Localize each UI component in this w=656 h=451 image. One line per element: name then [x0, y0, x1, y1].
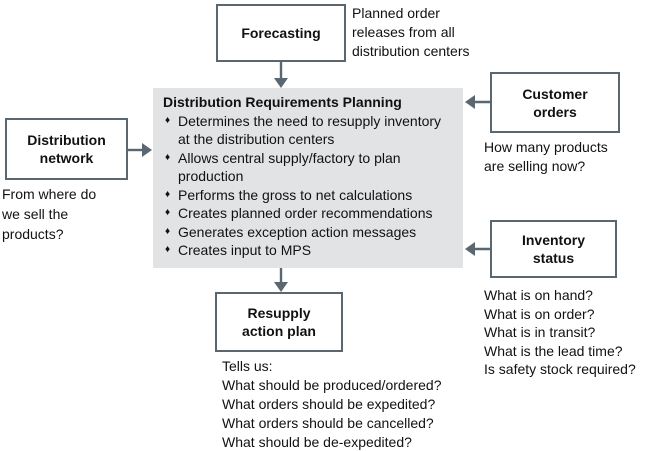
drp-bullet-text: Determines the need to resupply inventor… [178, 112, 442, 148]
customer-orders-box: Customer orders [490, 72, 620, 133]
diamond-bullet-icon: ♦ [165, 244, 171, 255]
drp-bullet-text: Generates exception action messages [178, 223, 417, 240]
diamond-bullet-icon: ♦ [165, 207, 171, 218]
drp-bullet-item: ♦ Performs the gross to net calculations [163, 186, 453, 205]
drp-bullet-item: ♦ Creates input to MPS [163, 241, 453, 260]
arrow-network-to-drp [128, 143, 152, 157]
arrow-customer-to-drp [465, 95, 490, 109]
diamond-bullet-icon: ♦ [165, 151, 171, 163]
drp-bullet-text: Creates input to MPS [178, 242, 312, 258]
diamond-bullet-icon: ♦ [165, 114, 171, 126]
drp-bullet-item: ♦ Determines the need to resupply invent… [163, 112, 453, 149]
inventory-status-label: Inventory status [521, 232, 585, 266]
forecasting-label: Forecasting [241, 25, 321, 41]
drp-bullet-text: Performs the gross to net calculations [178, 186, 413, 203]
diamond-bullet-icon: ♦ [165, 188, 171, 200]
arrow-drp-to-resupply [274, 268, 288, 292]
drp-bullet-item: ♦ Allows central supply/factory to plan … [163, 149, 453, 186]
customer-orders-caption: How many products are selling now? [484, 139, 608, 174]
inventory-status-box: Inventory status [490, 220, 617, 278]
arrow-forecasting-to-drp [274, 62, 288, 88]
resupply-action-plan-box: Resupply action plan [215, 292, 343, 352]
distribution-network-box: Distribution network [5, 118, 128, 180]
drp-bullet-item: ♦ Creates planned order recommendations [163, 204, 453, 223]
drp-bullet-list: ♦ Determines the need to resupply invent… [163, 112, 453, 260]
arrow-inventory-to-drp [465, 242, 490, 256]
drp-panel: Distribution Requirements Planning ♦ Det… [153, 88, 463, 268]
drp-bullet-item: ♦ Generates exception action messages [163, 223, 453, 242]
resupply-action-plan-label: Resupply action plan [242, 305, 316, 339]
forecasting-box: Forecasting [216, 4, 346, 62]
distribution-network-label: Distribution network [27, 132, 106, 166]
drp-bullet-text: Allows central supply/factory to plan pr… [178, 149, 401, 185]
drp-title: Distribution Requirements Planning [163, 94, 402, 110]
customer-orders-label: Customer orders [522, 85, 588, 120]
resupply-action-plan-caption: Tells us: What should be produced/ordere… [222, 358, 442, 450]
inventory-status-caption: What is on hand? What is on order? What … [484, 287, 636, 377]
distribution-network-caption: From where do we sell the products? [2, 186, 97, 242]
forecasting-caption: Planned order releases from all distribu… [352, 5, 470, 59]
drp-bullet-text: Creates planned order recommendations [178, 205, 433, 221]
diamond-bullet-icon: ♦ [165, 225, 171, 237]
